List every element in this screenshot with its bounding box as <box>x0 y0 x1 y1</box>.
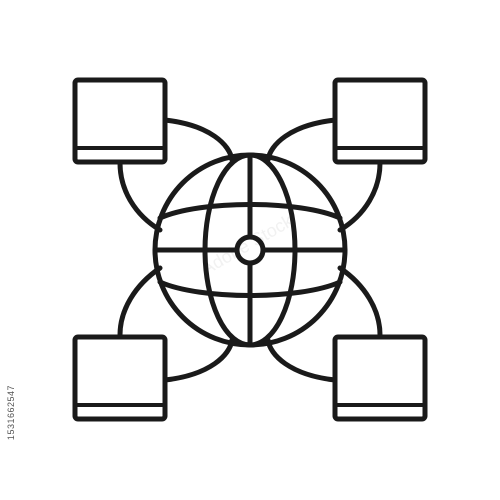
svg-text:Adobe Stock: Adobe Stock <box>198 210 297 279</box>
stock-id: 1531662547 <box>6 385 16 441</box>
globe-icon <box>152 152 348 348</box>
connection-lines <box>117 117 383 383</box>
computer-icon <box>332 334 428 422</box>
computer-icon <box>332 77 428 165</box>
computer-icon <box>72 77 168 165</box>
computer-icon <box>72 334 168 422</box>
watermark: Adobe Stock <box>198 210 297 279</box>
